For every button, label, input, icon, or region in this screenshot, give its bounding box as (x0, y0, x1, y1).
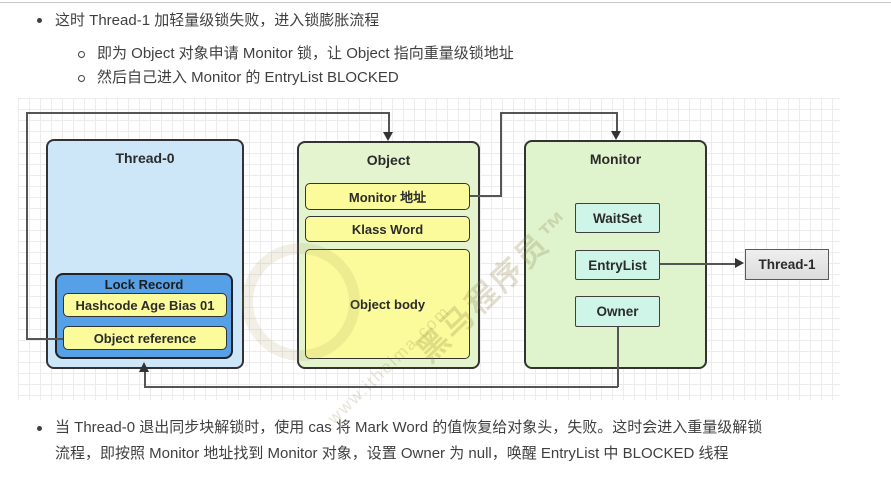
owner-to-thread0-connector-seg1 (617, 327, 619, 387)
objref-to-object-connector-seg4 (388, 112, 390, 133)
entrylist-field: EntryList (575, 250, 660, 280)
monitor-title: Monitor (589, 151, 642, 167)
monaddr-to-monitor-connector-seg3 (500, 112, 618, 114)
objref-to-object-connector-seg1 (26, 338, 63, 340)
objref-to-object-arrowhead (383, 132, 393, 141)
waitset-field: WaitSet (575, 203, 660, 233)
intro-sub-bullet-2: 然后自己进入 Monitor 的 EntryList BLOCKED (97, 69, 399, 86)
owner-to-thread0-connector-seg3 (144, 371, 146, 387)
objref-to-object-connector-seg2 (26, 112, 28, 340)
sub-bullet-circle (78, 51, 85, 58)
entrylist-to-thread1-arrowhead (735, 258, 744, 268)
monitor-box: Monitor (524, 140, 707, 369)
outro-line-1: 当 Thread-0 退出同步块解锁时，使用 cas 将 Mark Word 的… (55, 419, 763, 436)
monitor-address-field: Monitor 地址 (305, 183, 470, 210)
monaddr-to-monitor-connector-seg4 (616, 112, 618, 132)
hashcode-age-bias-field: Hashcode Age Bias 01 (63, 293, 227, 317)
top-divider (0, 2, 891, 3)
entrylist-to-thread1-connector (660, 263, 736, 265)
thread1-box: Thread-1 (745, 249, 829, 280)
bullet-dot (37, 18, 42, 23)
klass-word-field: Klass Word (305, 216, 470, 242)
objref-to-object-connector-seg3 (26, 112, 390, 114)
monaddr-to-monitor-connector-seg2 (500, 112, 502, 197)
monaddr-to-monitor-arrowhead (611, 131, 621, 140)
outro-line-2: 流程，即按照 Monitor 地址找到 Monitor 对象，设置 Owner … (55, 445, 729, 462)
monaddr-to-monitor-connector-seg1 (470, 195, 501, 197)
sub-bullet-circle (78, 75, 85, 82)
lock-record-title: Lock Record (104, 277, 184, 292)
owner-to-thread0-connector-seg2 (144, 386, 618, 388)
object-body-field: Object body (305, 249, 470, 359)
bullet-dot (37, 426, 42, 431)
owner-field: Owner (575, 296, 660, 327)
object-reference-field: Object reference (63, 326, 227, 350)
intro-sub-bullet-1: 即为 Object 对象申请 Monitor 锁，让 Object 指向重量级锁… (97, 45, 514, 62)
object-title: Object (366, 152, 411, 168)
owner-to-thread0-arrowhead (139, 362, 149, 372)
intro-bullet-text: 这时 Thread-1 加轻量级锁失败，进入锁膨胀流程 (55, 12, 380, 29)
thread0-title: Thread-0 (115, 150, 175, 166)
